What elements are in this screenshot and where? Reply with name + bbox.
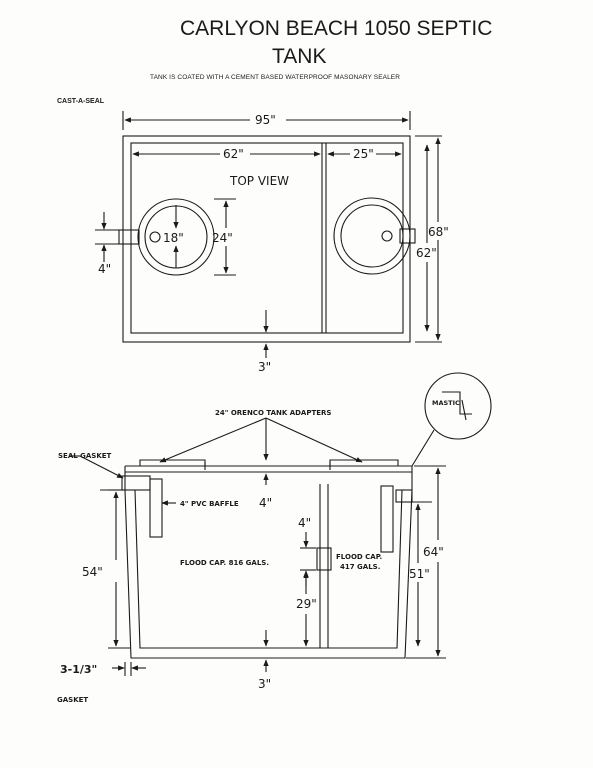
brand-label: CAST-A-SEAL [57, 98, 105, 105]
gasket-label: GASKET [57, 696, 88, 704]
page-title-line-2: TANK [272, 45, 327, 68]
flood-cap-second-line-2: 417 GALS. [340, 563, 380, 571]
page-title: CARLYON BEACH 1050 SEPTIC [180, 17, 493, 40]
sealer-note: TANK IS COATED WITH A CEMENT BASED WATER… [150, 74, 401, 81]
tank-walls-side [124, 489, 413, 659]
dim-bottom-wall: 3" [258, 360, 271, 374]
top-view-label: TOP VIEW [229, 174, 289, 188]
dim-outer-depth: 68" [428, 225, 449, 239]
dim-overall-width: 95" [255, 113, 276, 127]
dim-liquid: 51" [409, 567, 430, 581]
seal-gasket-label: SEAL GASKET [58, 452, 112, 460]
inlet-baffle [149, 478, 163, 538]
adapters-label: 24" ORENCO TANK ADAPTERS [215, 409, 331, 417]
dim-inside-height: 54" [82, 565, 103, 579]
side-view [70, 372, 492, 676]
baffle-label: 4" PVC BAFFLE [180, 500, 239, 508]
dim-opening: 18" [163, 231, 184, 245]
dim-port: 4" [298, 516, 311, 530]
top-view [95, 111, 442, 358]
outlet-baffle [380, 485, 394, 553]
dim-wall-thickness: 3-1/3" [60, 663, 97, 676]
flood-cap-main: FLOOD CAP. 816 GALS. [180, 559, 269, 567]
dim-wall: 4" [98, 262, 111, 276]
dim-inner-depth: 62" [416, 246, 437, 260]
dim-overall-height: 64" [423, 545, 444, 559]
dim-floor: 3" [258, 677, 271, 691]
mastic-label: MASTIC [432, 399, 460, 407]
dim-first-compartment: 62" [223, 147, 244, 161]
flood-cap-second-line-1: FLOOD CAP. [336, 553, 382, 561]
dim-port-height: 29" [296, 597, 317, 611]
dim-riser: 24" [212, 231, 233, 245]
dim-second-compartment: 25" [353, 147, 374, 161]
dim-lid-thickness: 4" [259, 496, 272, 510]
